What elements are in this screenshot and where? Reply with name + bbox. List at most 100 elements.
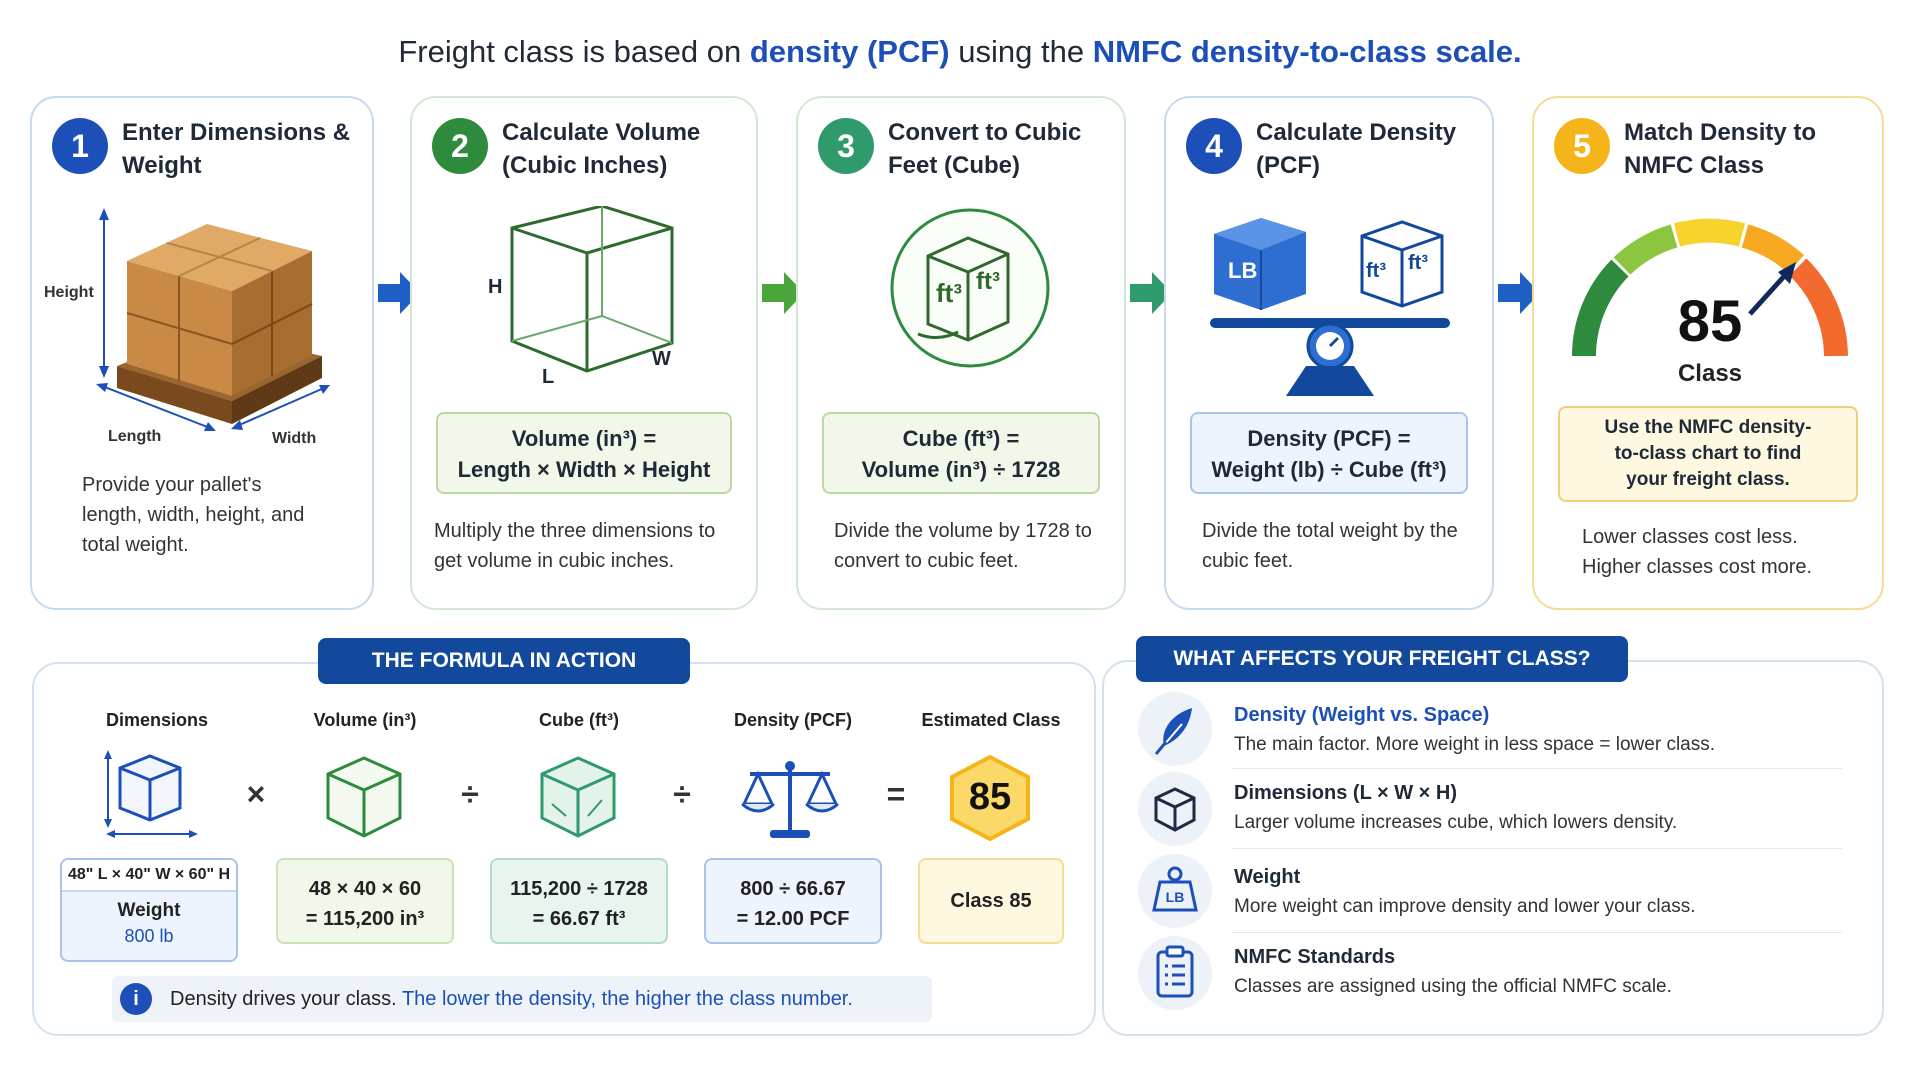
formula-panel-tab: THE FORMULA IN ACTION [318,638,690,684]
weight-icon-label: LB [1165,889,1185,905]
factor-text: Larger volume increases cube, which lowe… [1234,812,1678,833]
arrow-right-icon [378,272,420,314]
factors-panel-tab: WHAT AFFECTS YOUR FREIGHT CLASS? [1136,636,1628,682]
headline-density: density (PCF) [749,34,950,69]
clipboard-icon [1138,936,1212,1010]
step-card-2: 2 Calculate Volume (Cubic Inches) H L W … [410,96,758,610]
cube-feet-illustration: ft³ ft³ [798,206,1124,496]
step-number: 4 [1186,118,1242,174]
cube-text: ft³ [936,278,962,308]
volume-line: = 115,200 in³ [305,908,425,930]
density-line: = 12.00 PCF [736,908,850,930]
multiply-operator: × [246,776,266,812]
density-note: i Density drives your class. The lower t… [112,976,932,1022]
cube-text-side: ft³ [1408,252,1428,274]
factor-dimensions: Dimensions (L × W × H) Larger volume inc… [1234,778,1920,838]
cube-formula: Cube (ft³) = Volume (in³) ÷ 1728 [822,412,1100,494]
weight-value: 800 lb [124,926,174,946]
formula-line: Volume (in³) ÷ 1728 [861,457,1061,482]
step-title: Calculate Density (PCF) [1256,119,1457,179]
factor-title: Weight [1234,866,1301,888]
note-text: Density drives your class. [170,988,402,1010]
cube-text: ft³ [1366,260,1386,282]
formula-line: Cube (ft³) = [902,426,1020,451]
divider [1232,848,1842,849]
class-badge-hexagon [950,754,1030,842]
column-label-volume: Volume (in³) [313,710,417,730]
factor-title: Density (Weight vs. Space) [1234,704,1490,726]
formula-line: Volume (in³) = [511,426,657,451]
step-description: Provide your pallet's length, width, hei… [82,474,305,556]
class-badge-value: 85 [968,776,1012,818]
scale-illustration: LB ft³ ft³ [1166,206,1492,496]
arrow-right-icon [762,272,804,314]
cube-box: 115,200 ÷ 1728 = 66.67 ft³ [490,858,668,944]
width-label: Width [272,430,317,447]
formula-panel [32,662,1096,1036]
note-line: Use the NMFC density- [1604,417,1812,438]
cube-line: = 66.67 ft³ [532,908,626,930]
step-description: Divide the volume by 1728 to convert to … [834,520,1092,572]
step-number: 1 [52,118,108,174]
step-card-1: 1 Enter Dimensions & Weight [30,96,374,610]
step-title: Enter Dimensions & Weight [122,119,351,179]
nmfc-chart-note: Use the NMFC density- to-class chart to … [1558,406,1858,502]
w-label: W [652,348,671,370]
step-title: Calculate Volume (Cubic Inches) [502,119,701,179]
density-line: 800 ÷ 66.67 [740,878,846,900]
factor-text: More weight can improve density and lowe… [1234,896,1696,917]
volume-line: 48 × 40 × 60 [308,878,422,900]
weight-label: Weight [117,900,181,921]
divide-operator: ÷ [461,776,479,812]
pallet-illustration: Height Length Width [32,206,372,496]
factor-text: The main factor. More weight in less spa… [1234,734,1716,755]
formula-line: Length × Width × Height [457,457,711,482]
factor-density: Density (Weight vs. Space) The main fact… [1234,700,1920,760]
divider [1232,932,1842,933]
step-card-5: 5 Match Density to NMFC Class 85 Class U… [1532,96,1884,610]
class-result-box: Class 85 [918,858,1064,944]
divide-operator: ÷ [673,776,691,812]
step-card-4: 4 Calculate Density (PCF) LB ft³ ft³ Den… [1164,96,1494,610]
column-label-density: Density (PCF) [733,710,852,730]
height-label: Height [44,284,94,301]
dimensions-line: 48" L × 40" W × 60" H [62,860,236,892]
density-box: 800 ÷ 66.67 = 12.00 PCF [704,858,882,944]
note-line: to-class chart to find [1614,443,1802,464]
step-number: 3 [818,118,874,174]
length-label: Length [108,428,162,445]
factor-weight: Weight More weight can improve density a… [1234,862,1920,922]
step-number: 5 [1554,118,1610,174]
factor-title: Dimensions (L × W × H) [1234,782,1457,804]
headline-text: Freight class is based on [398,34,750,69]
cube-line: 115,200 ÷ 1728 [510,878,648,900]
step-number: 2 [432,118,488,174]
cube-text-side: ft³ [976,268,1000,295]
dimensions-cube-icon [104,750,198,838]
volume-formula: Volume (in³) = Length × Width × Height [436,412,732,494]
factor-title: NMFC Standards [1234,946,1396,968]
lb-label: LB [1228,258,1258,283]
density-formula: Density (PCF) = Weight (lb) ÷ Cube (ft³) [1190,412,1468,494]
step-description: Lower classes cost less. Higher classes … [1582,526,1813,578]
step-card-3: 3 Convert to Cubic Feet (Cube) ft³ ft³ C… [796,96,1126,610]
factor-text: Classes are assigned using the official … [1234,976,1672,997]
cube-illustration: H L W [412,204,756,496]
step-title: Match Density to NMFC Class [1624,119,1817,179]
volume-cube-icon [326,756,402,838]
cube-feet-icon [540,756,616,838]
note-line: your freight class. [1626,469,1790,490]
h-label: H [488,276,503,298]
balance-scale-icon [741,761,839,838]
box-icon [1138,772,1212,846]
feather-icon [1138,692,1212,766]
equals-operator: = [886,776,906,812]
headline: Freight class is based on density (PCF) … [0,34,1920,70]
column-label-cube: Cube (ft³) [539,710,619,730]
info-icon: i [120,983,152,1015]
volume-box: 48 × 40 × 60 = 115,200 in³ [276,858,454,944]
step-description: Divide the total weight by the cubic fee… [1202,520,1458,572]
weight-icon: LB [1138,854,1212,928]
arrow-right-icon [1498,272,1540,314]
step-title: Convert to Cubic Feet (Cube) [888,119,1082,179]
